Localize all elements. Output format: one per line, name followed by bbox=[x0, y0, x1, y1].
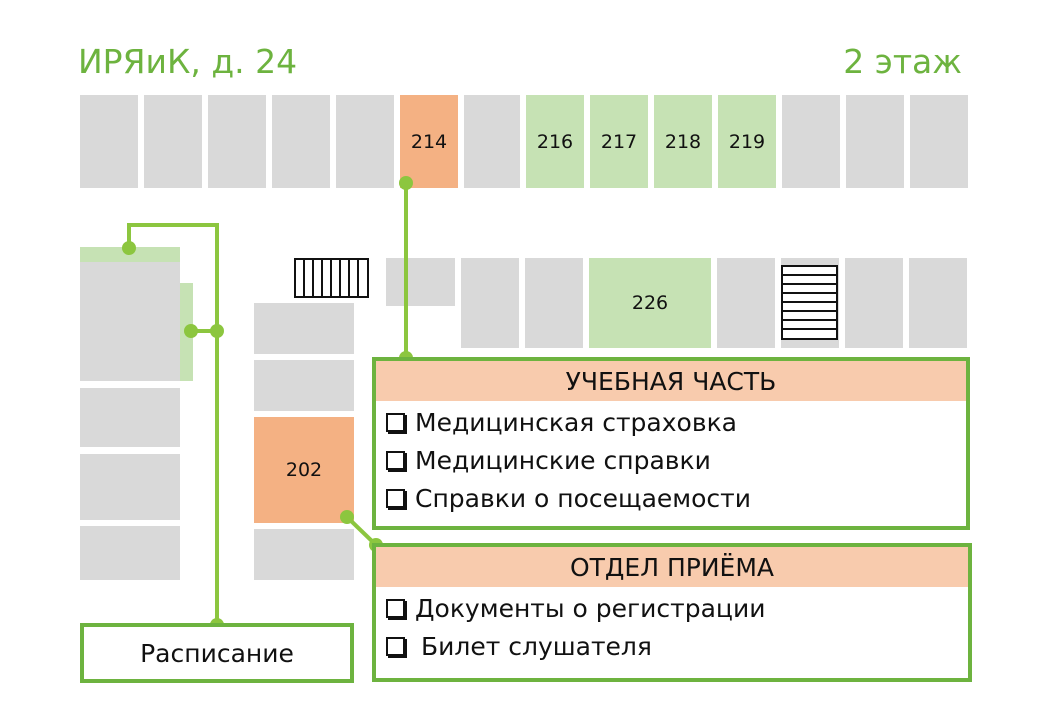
academic-office-panel[interactable]: УЧЕБНАЯ ЧАСТЬ Медицинская страховка Меди… bbox=[372, 357, 970, 530]
room-block bbox=[845, 258, 903, 348]
room-block bbox=[80, 95, 138, 188]
room-218[interactable]: 218 bbox=[654, 95, 712, 188]
room-block bbox=[80, 454, 180, 520]
route-node bbox=[399, 176, 413, 190]
room-block bbox=[144, 95, 202, 188]
room-block bbox=[464, 95, 520, 188]
staircase-icon bbox=[781, 265, 838, 340]
route-schedule bbox=[127, 223, 219, 625]
room-block bbox=[208, 95, 266, 188]
service-item[interactable]: Справки о посещаемости bbox=[376, 479, 966, 517]
route-node bbox=[184, 324, 198, 338]
checkbox-icon bbox=[386, 450, 405, 470]
room-block bbox=[846, 95, 904, 188]
room-block bbox=[386, 258, 455, 306]
service-label: Медицинские справки bbox=[415, 445, 711, 475]
room-block bbox=[254, 303, 354, 354]
room-block bbox=[910, 95, 968, 188]
room-214[interactable]: 214 bbox=[400, 95, 458, 188]
service-item[interactable]: Билет слушателя bbox=[376, 627, 968, 665]
checkbox-icon bbox=[386, 488, 405, 508]
service-label: Билет слушателя bbox=[421, 631, 652, 661]
room-217[interactable]: 217 bbox=[590, 95, 648, 188]
route-node bbox=[122, 241, 136, 255]
room-block bbox=[909, 258, 967, 348]
room-block bbox=[717, 258, 775, 348]
admissions-office-title: ОТДЕЛ ПРИЁМА bbox=[376, 547, 968, 587]
checkbox-icon bbox=[386, 636, 405, 656]
room-block bbox=[80, 262, 180, 381]
room-block bbox=[80, 526, 180, 580]
floor-label: 2 этаж bbox=[843, 42, 962, 81]
room-219[interactable]: 219 bbox=[718, 95, 776, 188]
academic-office-title: УЧЕБНАЯ ЧАСТЬ bbox=[376, 361, 966, 401]
service-label: Справки о посещаемости bbox=[415, 483, 751, 513]
schedule-box[interactable]: Расписание bbox=[80, 623, 354, 683]
room-block bbox=[254, 529, 354, 580]
room-block bbox=[525, 258, 583, 348]
route-node bbox=[340, 510, 354, 524]
room-block bbox=[461, 258, 519, 348]
room-block bbox=[80, 388, 180, 447]
checkbox-icon bbox=[386, 412, 405, 432]
corridor-highlight bbox=[80, 247, 180, 263]
checkbox-icon bbox=[386, 598, 405, 618]
room-block bbox=[254, 360, 354, 411]
room-block bbox=[336, 95, 394, 188]
room-202[interactable]: 202 bbox=[254, 417, 354, 523]
service-label: Медицинская страховка bbox=[415, 407, 737, 437]
admissions-office-panel[interactable]: ОТДЕЛ ПРИЁМА Документы о регистрации Бил… bbox=[372, 543, 972, 682]
staircase-icon bbox=[294, 258, 369, 298]
service-item[interactable]: Документы о регистрации bbox=[376, 589, 968, 627]
service-label: Документы о регистрации bbox=[415, 593, 766, 623]
room-216[interactable]: 216 bbox=[526, 95, 584, 188]
building-title: ИРЯиК, д. 24 bbox=[78, 42, 298, 81]
service-item[interactable]: Медицинские справки bbox=[376, 441, 966, 479]
room-226[interactable]: 226 bbox=[589, 258, 711, 348]
room-block bbox=[782, 95, 840, 188]
room-block bbox=[272, 95, 330, 188]
route-node bbox=[210, 324, 224, 338]
service-item[interactable]: Медицинская страховка bbox=[376, 403, 966, 441]
